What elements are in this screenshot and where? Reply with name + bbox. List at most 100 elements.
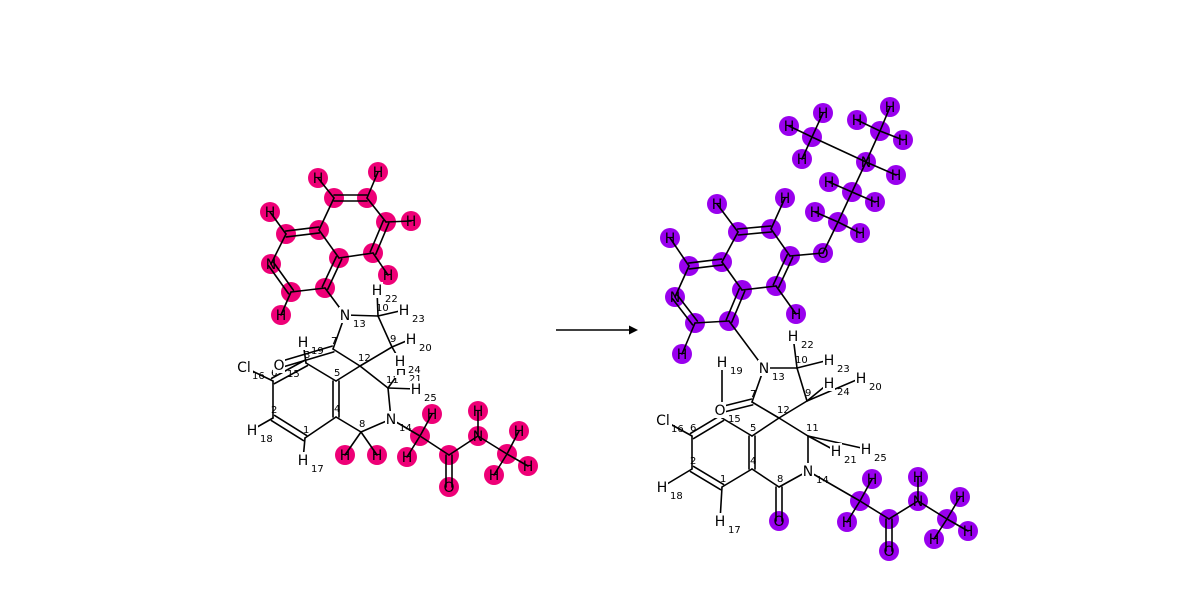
reactant-atom-H19: H (298, 335, 309, 351)
reactant-bond-rb1-rb2 (419, 413, 433, 437)
product-atom-pa9: N (670, 290, 680, 306)
product-map-H22: 22 (801, 340, 814, 351)
reactant-map-H18: 18 (260, 434, 273, 445)
reactant-map-C5: 5 (334, 368, 340, 379)
reactant-atom-bg-Cl16 (235, 359, 253, 375)
product-map-H23: 23 (837, 364, 850, 375)
product-atom-ph5: H (791, 307, 802, 323)
reactant-map-C10: 10 (376, 303, 389, 314)
reactant-atom-rh6: H (383, 268, 394, 284)
reactant-bond-ra5-rh4 (366, 171, 379, 199)
product-bond-C3-C5 (721, 417, 753, 437)
product-bond-pa9-pa10-b (676, 294, 699, 322)
product-map-C2: 2 (690, 456, 696, 467)
reactant-atom-rb5: H (372, 448, 383, 464)
reactant-atom-N14: N (386, 412, 396, 428)
product-map-H19: 19 (730, 366, 743, 377)
reactant-atom-H17: H (298, 453, 309, 469)
product-atom-pc3: H (855, 226, 866, 242)
reactant-map-H21: 21 (409, 374, 422, 385)
product-bond-pa7-pa2 (721, 261, 743, 291)
product-bond-C9-C12 (778, 400, 808, 419)
reactant-bond-rb8-rb10 (477, 435, 508, 455)
product-bond-C11-H25 (807, 435, 867, 450)
reactant-highlight-rb7 (439, 477, 459, 497)
product-bond-C1-C2-a (692, 465, 725, 486)
product-atom-pn2: H (891, 168, 902, 184)
product-atom-pk4: H (797, 152, 808, 168)
product-map-C4: 4 (750, 456, 756, 467)
reactant-bond-C8-rb5 (360, 431, 378, 456)
product-bond-pa3-ph5 (775, 285, 797, 315)
product-bond-pb6-pb8 (888, 500, 919, 520)
reactant-atom-O15: O (273, 358, 284, 374)
product-atom-bg-N14 (802, 463, 814, 479)
reactant-map-H25: 25 (424, 393, 437, 404)
product-atom-pb12: H (963, 524, 974, 540)
reactant-bond-ra4-ra5 (366, 197, 387, 223)
reactant-atom-H23: H (399, 303, 410, 319)
product-bond-pk1-pk3 (811, 112, 824, 138)
reactant-bond-C1-C2-b (270, 419, 305, 442)
product-atom-ph1: H (677, 347, 688, 363)
product-atom-pn1: N (861, 155, 871, 171)
reactant-bond-C4-C8 (335, 416, 362, 433)
reactant-atom-bg-H18 (246, 422, 258, 438)
product-atom-bg-H20 (855, 370, 867, 386)
product-map-H25: 25 (874, 453, 887, 464)
reactant-atom-rb12: H (523, 459, 534, 475)
reactant-map-C1: 1 (303, 425, 309, 436)
reactant-atom-rb8: N (473, 429, 483, 445)
reactant-map-N14: 14 (399, 423, 412, 434)
reactant-bond-ra8-rh2 (269, 211, 287, 235)
reactant-atom-rh1: H (276, 308, 287, 324)
reactant-atom-H18: H (247, 423, 258, 439)
reactant-bond-ra6-rh3 (317, 177, 335, 199)
product-atom-pc2: H (810, 205, 821, 221)
product-bond-pa5-pa6-b (737, 231, 773, 236)
product-bond-pa3-pa4-b (772, 253, 789, 286)
product-bond-pa5-ph4 (770, 197, 786, 230)
product-atom-H24: H (824, 376, 835, 392)
reactant-bond-rb10-rb13 (493, 453, 508, 476)
reactant-atom-H21: H (396, 363, 407, 379)
reactant-map-H24: 24 (408, 365, 421, 376)
product-highlight-pb4 (769, 511, 789, 531)
product-atoms: 123456789101112N13N14O15Cl16H17H18H19H20… (654, 100, 973, 560)
product-bond-pm1-pm4 (879, 130, 904, 141)
product-atom-ph2: H (665, 231, 676, 247)
product-bonds (661, 106, 969, 552)
product-atom-po1: O (817, 246, 828, 262)
product-map-C7: 7 (750, 389, 756, 400)
reactant-bond-rb1-rb3 (406, 435, 421, 458)
product-map-O15: 15 (728, 414, 741, 425)
product-map-C9: 9 (805, 388, 811, 399)
product-atom-pm4: H (898, 133, 909, 149)
product-atom-H23: H (824, 353, 835, 369)
product-atom-H20: H (856, 371, 867, 387)
product-bond-pm1-pm3 (879, 106, 891, 132)
product-atom-bg-Cl16 (654, 412, 672, 428)
reactant-atom-bg-H17 (297, 452, 309, 468)
product-bond-C6-C3-b (689, 414, 722, 435)
product-bond-pa2-pa3 (741, 285, 777, 291)
product-bond-pb1-pb6 (859, 500, 890, 520)
reactant-bond-C11-C12 (359, 365, 389, 389)
product-atom-pc6: H (870, 195, 881, 211)
reactant-bond-C5-C12 (335, 365, 361, 382)
reactant-map-H20: 20 (419, 343, 432, 354)
product-atom-pm3: H (885, 100, 896, 116)
reactant-bond-ra1-ra2-a (326, 258, 343, 291)
product-bond-pa5-pa6-a (736, 225, 772, 230)
reactant-atom-rb13: H (489, 468, 500, 484)
product-bond-pa8-ph2 (669, 237, 690, 267)
reactant-map-C6: 6 (271, 368, 277, 379)
reactant-bond-ra9-ra10-b (272, 261, 295, 292)
product-bond-C11-C12 (778, 417, 809, 437)
product-map-H20: 20 (869, 382, 882, 393)
product-atom-bg-H25 (860, 441, 872, 457)
product-map-C8: 8 (777, 474, 783, 485)
product-bond-pa1-pa2-a (730, 290, 746, 323)
reactant-atom-bg-H22 (371, 282, 383, 298)
